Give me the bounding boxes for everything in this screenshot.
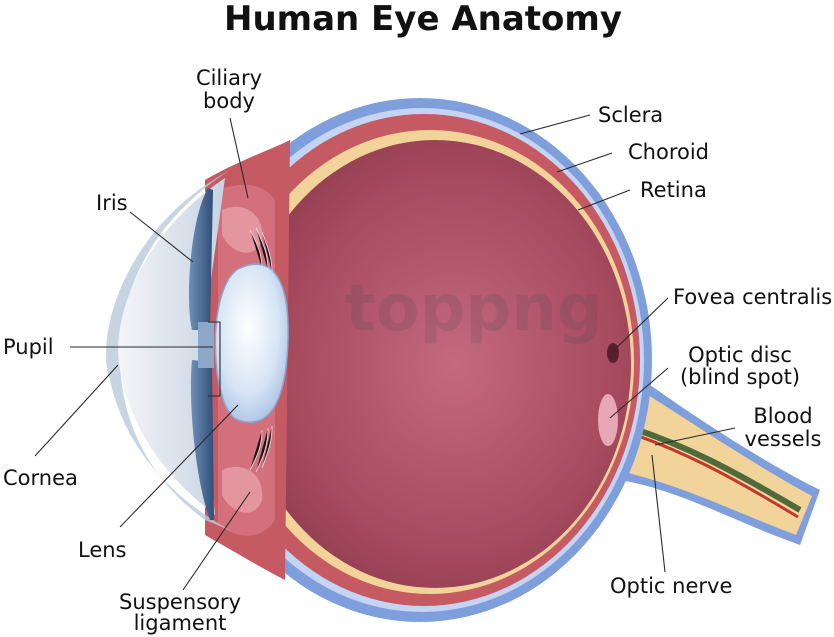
label-iris: Iris — [96, 191, 128, 215]
optic-disc-shape — [598, 394, 618, 446]
label-lens: Lens — [78, 538, 127, 562]
label-fovea-centralis: Fovea centralis — [673, 285, 832, 309]
leader-lines — [34, 114, 736, 591]
iris-upper — [188, 188, 213, 330]
suspensory-ligament-fibers — [249, 227, 273, 473]
label-suspensory-ligament-line2: ligament — [134, 611, 227, 635]
vitreous-body — [239, 140, 631, 588]
watermark: toppng — [345, 272, 603, 346]
label-cornea: Cornea — [3, 466, 78, 490]
pupil-shape — [198, 322, 214, 368]
diagram-title: Human Eye Anatomy — [224, 0, 622, 39]
label-optic-nerve: Optic nerve — [610, 574, 732, 598]
iris-lower — [190, 360, 214, 520]
label-suspensory-ligament-line1: Suspensory — [119, 590, 241, 614]
label-ciliary-body-line2: body — [203, 89, 255, 113]
label-sclera: Sclera — [598, 103, 663, 127]
label-retina: Retina — [640, 178, 707, 202]
fovea-centralis-dot — [607, 343, 619, 363]
label-optic-disc-line1: Optic disc — [688, 343, 792, 367]
label-ciliary-body-line1: Ciliary — [196, 66, 262, 90]
label-choroid: Choroid — [628, 140, 709, 164]
lens-shape — [214, 263, 289, 423]
label-blood-vessels-line1: Blood — [753, 404, 812, 428]
label-pupil: Pupil — [3, 335, 54, 359]
label-optic-disc-line2: (blind spot) — [680, 365, 800, 389]
label-blood-vessels-line2: vessels — [745, 427, 822, 451]
